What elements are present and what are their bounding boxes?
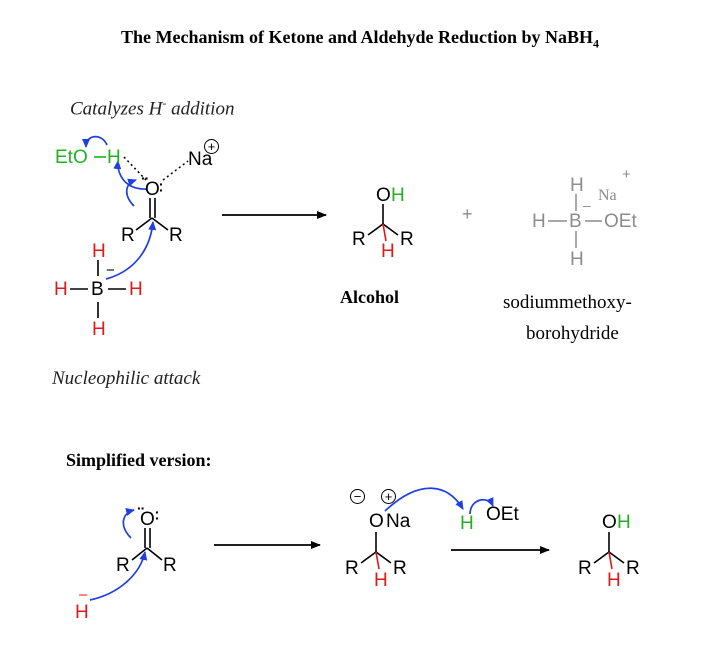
alcohol-r-right: R [400,229,414,250]
page-title: The Mechanism of Ketone and Aldehyde Red… [0,27,720,52]
simplified-heading: Simplified version: [66,450,212,470]
plus-sign: + [462,204,473,224]
hydride-charge: – [79,586,88,603]
carbonyl-oxygen: O [145,179,160,200]
sodium-ion: Na [188,149,213,170]
alcohol-oxygen: O [376,185,391,206]
alcohol-label: Alcohol [340,287,400,307]
catalyzes-text: Catalyzes H [70,98,163,120]
r-group-left: R [121,225,135,246]
hydride: H [75,602,89,623]
catalyzes-note: Catalyzes H- addition [70,96,234,120]
catalyzes-sup: - [162,96,167,110]
simple-r-right: R [163,555,177,576]
methoxyborohydride-bonds [548,194,602,248]
borohydride-bonds [70,260,126,318]
oxygen-lone-pair-right: ·· [159,176,164,198]
simple-carbonyl-oxygen: O [140,509,155,530]
product-h-bottom: H [570,249,584,270]
ethanol-oet: OEt [486,504,519,525]
alkoxide-charge: − [350,489,365,504]
product-sodium-charge: + [622,166,631,183]
catalyzes-tail: addition [166,98,235,120]
alkoxide-bonds [360,532,392,570]
ethanol-h: H [107,147,121,168]
simple-oxygen-lone-pair: ·· [155,504,160,526]
product-sodium: Na [598,187,617,204]
final-r-left: R [578,558,592,579]
bh4-h-bottom: H [92,319,106,340]
title-subscript: 4 [593,36,600,51]
alcohol-oh-h: H [391,185,405,206]
boron-charge: − [106,262,115,279]
bh4-h-right: H [129,279,143,300]
simple-arrow-pi-to-o [122,508,135,539]
alkoxide-r-left: R [345,558,359,579]
alkoxide-sodium: Na [386,511,411,532]
product-label-line1: sodiummethoxy- [503,292,632,313]
bh4-h-left: H [54,279,68,300]
alcohol-bonds [367,204,399,242]
alkoxide-oxygen: O [369,511,384,532]
simple-ketone-bonds [131,528,163,561]
product-h-top: H [570,175,584,196]
alkoxide-na-charge: + [381,489,396,504]
final-alcohol-bonds [593,532,625,570]
ethanol-h-simple: H [460,513,474,534]
dashed-interactions [123,156,189,181]
final-r-right: R [626,558,640,579]
boron-atom: B [91,279,104,300]
final-oxygen: O [602,512,617,533]
simple-r-left: R [116,555,130,576]
alkoxide-new-h: H [374,570,388,591]
arrow-ho-to-oet [469,497,494,515]
product-label-line2: borohydride [526,323,619,344]
title-text: The Mechanism of Ketone and Aldehyde Red… [120,27,594,47]
product-oet: OEt [604,211,637,232]
arrow-ho-to-eto [82,135,108,148]
arrow-o-to-h [113,160,148,190]
arrow-bh-to-c [105,221,157,280]
simple-arrow-h-to-c [89,551,148,601]
oxygen-lone-pair-top: ·· [141,170,149,186]
product-boron: B [569,211,582,232]
final-new-h: H [607,570,621,591]
alcohol-r-left: R [352,229,366,250]
sodium-charge: + [204,139,219,154]
alkoxide-r-right: R [393,558,407,579]
ketone-bonds [135,198,169,231]
arrow-pi-to-o [125,178,137,207]
arrow-o-to-h-ethanol [384,487,464,512]
final-oh-h: H [617,512,631,533]
simple-oxygen-lone-pair-top: ·· [137,500,145,516]
bh4-h-top: H [92,241,106,262]
eto-group: EtO [55,147,88,168]
product-h-left: H [532,211,546,232]
nucleophilic-note: Nucleophilic attack [52,368,201,389]
r-group-right: R [169,225,183,246]
alcohol-new-h: H [381,241,395,262]
product-boron-charge: – [583,197,591,213]
